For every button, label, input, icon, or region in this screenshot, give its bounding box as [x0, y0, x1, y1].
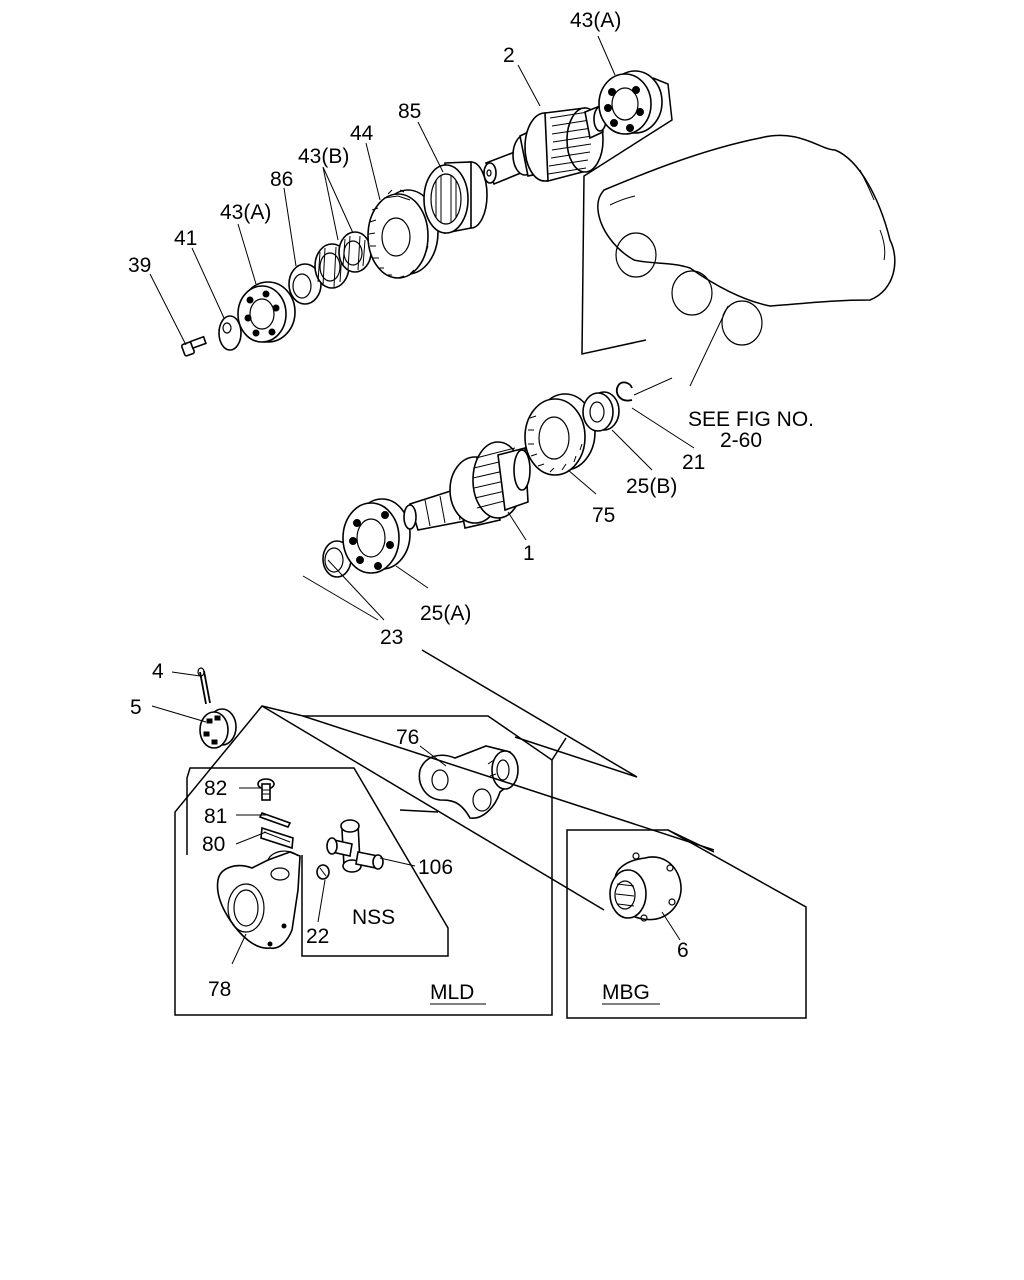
label-76: 76 — [396, 726, 419, 749]
bearing-43a-left — [237, 281, 296, 343]
label-25a: 25(A) — [420, 602, 471, 625]
label-1: 1 — [523, 542, 535, 565]
cotter-pin-4 — [197, 667, 211, 705]
snap-ring-21 — [615, 381, 633, 402]
label-106: 106 — [418, 856, 453, 879]
label-see-fig: SEE FIG NO. — [688, 408, 814, 431]
washer-41 — [218, 315, 242, 351]
counter-shaft-2 — [483, 104, 607, 186]
label-80: 80 — [202, 833, 225, 856]
strap-80 — [260, 826, 294, 850]
bearing-25a — [342, 498, 411, 574]
bolt-82 — [257, 778, 275, 801]
label-21: 21 — [682, 451, 705, 474]
universal-joint-nss — [326, 819, 384, 873]
transmission-case — [581, 77, 896, 355]
label-43a-top: 43(A) — [570, 9, 621, 32]
label-mbg: MBG — [602, 981, 650, 1004]
needle-bearing-43b-2 — [338, 231, 372, 273]
label-75: 75 — [592, 504, 615, 527]
gear-75 — [524, 393, 596, 476]
label-5: 5 — [130, 696, 142, 719]
label-86: 86 — [270, 168, 293, 191]
bolt-39 — [181, 335, 207, 357]
leader-lines — [149, 35, 729, 965]
grease-nipple-22 — [316, 864, 330, 880]
label-22: 22 — [306, 925, 329, 948]
flange-yoke-78 — [216, 850, 301, 950]
label-43b: 43(B) — [298, 145, 349, 168]
castle-nut-5 — [199, 708, 237, 749]
label-78: 78 — [208, 978, 231, 1001]
label-44: 44 — [350, 122, 374, 145]
group-outlines — [174, 649, 807, 1019]
label-39: 39 — [128, 254, 151, 277]
spacer-86 — [288, 263, 322, 305]
label-23: 23 — [380, 626, 403, 649]
gear-44 — [367, 189, 439, 279]
label-6: 6 — [677, 939, 689, 962]
companion-flange-6 — [609, 852, 682, 922]
label-4: 4 — [152, 660, 164, 683]
lock-plate-81 — [258, 812, 292, 828]
label-see-fig-number: 2-60 — [720, 429, 762, 452]
main-shaft-1 — [403, 441, 531, 531]
label-mld: MLD — [430, 981, 474, 1004]
labels: 43(A) 2 85 44 43(B) 86 43(A) 41 39 SEE F… — [128, 9, 814, 1004]
label-nss: NSS — [352, 906, 395, 929]
label-43a-left: 43(A) — [220, 201, 271, 224]
label-25b: 25(B) — [626, 475, 677, 498]
sleeve-85 — [423, 161, 488, 234]
label-81: 81 — [204, 805, 227, 828]
label-2: 2 — [503, 44, 515, 67]
label-82: 82 — [204, 777, 227, 800]
label-41: 41 — [174, 227, 197, 250]
bearing-43a-top — [598, 70, 663, 135]
bearing-25b — [582, 391, 620, 432]
label-85: 85 — [398, 100, 421, 123]
